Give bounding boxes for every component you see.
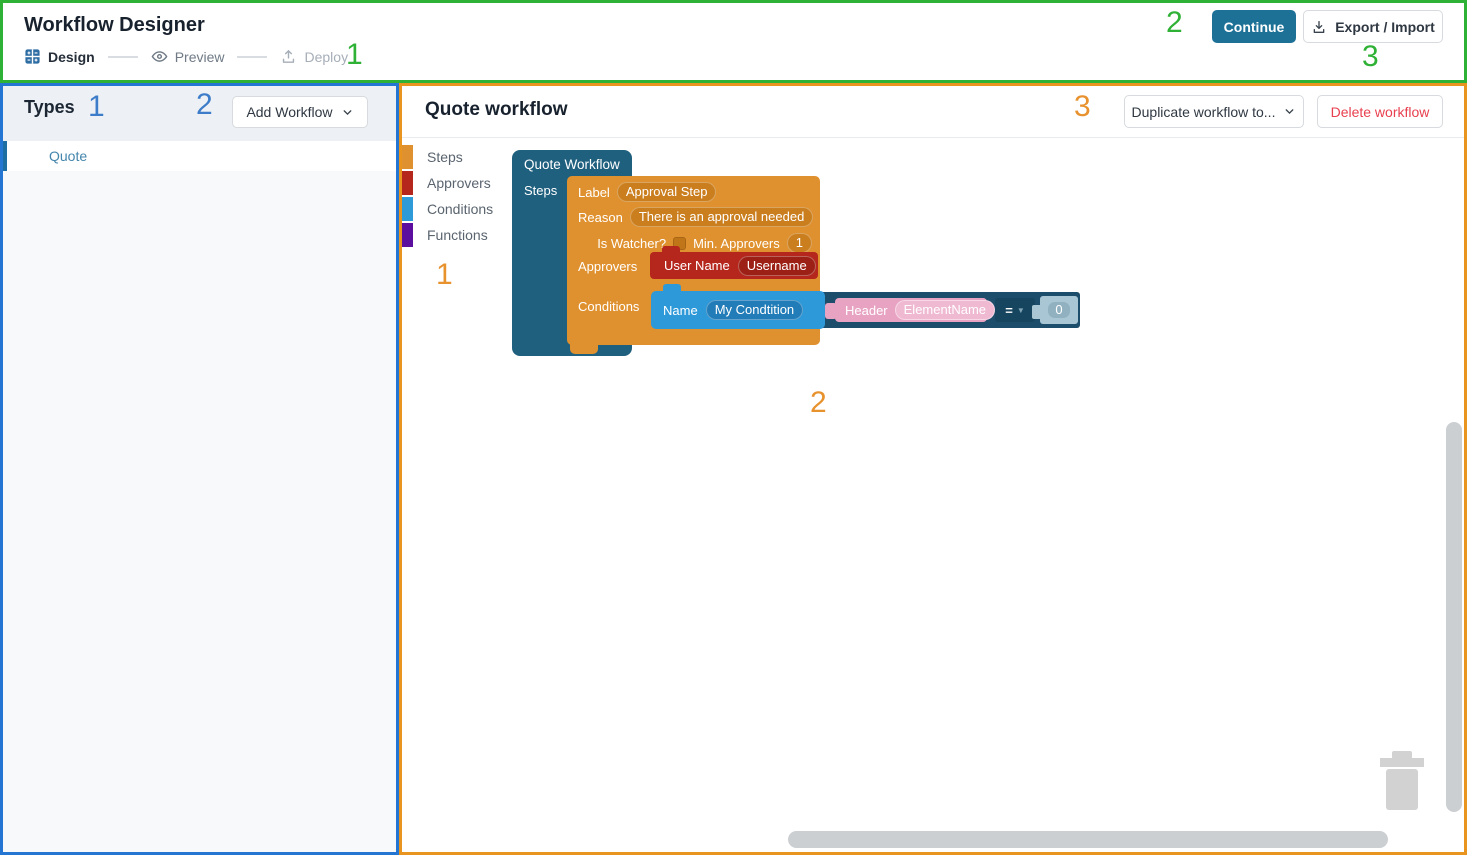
steps-socket-label: Steps	[524, 183, 558, 198]
category-color-bar	[402, 197, 413, 221]
approvers-socket-label: Approvers	[578, 259, 638, 274]
reason-field-value[interactable]: There is an approval needed	[629, 207, 814, 227]
puzzle-bump	[662, 246, 680, 253]
conditions-socket-label: Conditions	[578, 299, 640, 314]
chevron-down-icon	[341, 106, 354, 119]
selected-indicator	[3, 141, 7, 171]
root-block-title: Quote Workflow	[524, 157, 620, 172]
add-workflow-button[interactable]: Add Workflow	[232, 96, 368, 128]
number-shadow-block[interactable]: 0	[1040, 296, 1078, 324]
number-field-value[interactable]: 0	[1048, 302, 1070, 318]
toolbox-category-functions[interactable]: Functions	[402, 222, 493, 248]
tab-preview[interactable]: Preview	[151, 48, 225, 65]
grid-icon	[24, 48, 41, 65]
workflow-title: Quote workflow	[425, 99, 568, 120]
horizontal-scrollbar[interactable]	[788, 831, 1388, 848]
toolbox-category-conditions[interactable]: Conditions	[402, 196, 493, 222]
user-name-approver-block[interactable]: User Name Username	[650, 252, 818, 279]
min-approvers-value[interactable]: 1	[786, 233, 812, 253]
operator-value: =	[1005, 302, 1013, 318]
app-title: Workflow Designer	[24, 14, 205, 36]
next-connection-tab	[570, 344, 598, 354]
annotation-header-1: 1	[346, 38, 363, 71]
condition-block[interactable]: Name My Condtition	[651, 291, 825, 329]
toolbox-category-steps[interactable]: Steps	[402, 144, 493, 170]
label-field-name: Label	[578, 184, 610, 200]
approver-field-value[interactable]: Username	[737, 255, 816, 276]
add-workflow-label: Add Workflow	[246, 104, 333, 120]
header-ref-name: Header	[845, 302, 888, 318]
puzzle-tab	[825, 303, 837, 319]
delete-workflow-button[interactable]: Delete workflow	[1317, 95, 1443, 128]
category-color-bar	[402, 145, 413, 169]
sidebar-item-label: Quote	[49, 148, 88, 164]
continue-button[interactable]: Continue	[1212, 10, 1296, 43]
puzzle-bump	[663, 284, 681, 292]
annotation-sidebar-1: 1	[88, 90, 105, 123]
vertical-scrollbar[interactable]	[1446, 422, 1462, 812]
block-toolbox: Steps Approvers Conditions Functions	[402, 144, 493, 248]
approver-field-name: User Name	[664, 258, 730, 273]
tab-preview-label: Preview	[174, 48, 225, 65]
download-icon	[1311, 19, 1327, 35]
annotation-main-1: 1	[436, 258, 453, 291]
trash-icon[interactable]	[1379, 751, 1425, 816]
upload-icon	[280, 48, 297, 65]
annotation-header-3: 3	[1362, 40, 1379, 73]
view-tabbar: Design Preview Deploy	[24, 48, 348, 65]
operator-dropdown[interactable]: = ▼	[995, 298, 1035, 322]
duplicate-workflow-label: Duplicate workflow to...	[1131, 103, 1276, 120]
tab-design[interactable]: Design	[24, 48, 95, 65]
category-color-bar	[402, 171, 413, 195]
header-reference-block[interactable]: Header ElementName	[835, 298, 996, 322]
tab-deploy[interactable]: Deploy	[280, 48, 348, 65]
toolbox-category-label: Steps	[427, 149, 463, 165]
header-ref-value[interactable]: ElementName	[894, 300, 996, 320]
annotation-sidebar-2: 2	[196, 88, 213, 121]
sidebar-item-quote[interactable]: Quote	[3, 141, 396, 171]
category-color-bar	[402, 223, 413, 247]
export-import-button[interactable]: Export / Import	[1303, 10, 1443, 43]
label-field-value[interactable]: Approval Step	[616, 182, 717, 202]
tab-design-label: Design	[48, 48, 95, 65]
reason-field-name: Reason	[578, 209, 623, 225]
chevron-down-icon	[1283, 105, 1296, 118]
tab-deploy-label: Deploy	[304, 48, 349, 65]
toolbox-category-label: Conditions	[427, 201, 494, 217]
tab-divider	[107, 55, 138, 58]
dropdown-caret-icon: ▼	[1016, 305, 1025, 315]
main-header-divider	[402, 137, 1464, 138]
is-watcher-label: Is Watcher?	[597, 235, 667, 251]
toolbox-category-approvers[interactable]: Approvers	[402, 170, 493, 196]
eye-icon	[151, 48, 168, 65]
annotation-header-2: 2	[1166, 6, 1183, 39]
condition-field-name: Name	[663, 302, 698, 318]
tab-divider	[237, 55, 268, 58]
sidebar-annotation-frame	[0, 83, 399, 855]
toolbox-category-label: Functions	[427, 227, 488, 243]
annotation-main-3: 3	[1074, 90, 1091, 123]
duplicate-workflow-button[interactable]: Duplicate workflow to...	[1124, 95, 1304, 128]
min-approvers-label: Min. Approvers	[693, 235, 780, 251]
annotation-main-2: 2	[810, 386, 827, 419]
toolbox-category-label: Approvers	[427, 175, 491, 191]
export-import-label: Export / Import	[1335, 18, 1435, 35]
condition-field-value[interactable]: My Condtition	[705, 300, 804, 320]
sidebar-title: Types	[24, 97, 75, 117]
